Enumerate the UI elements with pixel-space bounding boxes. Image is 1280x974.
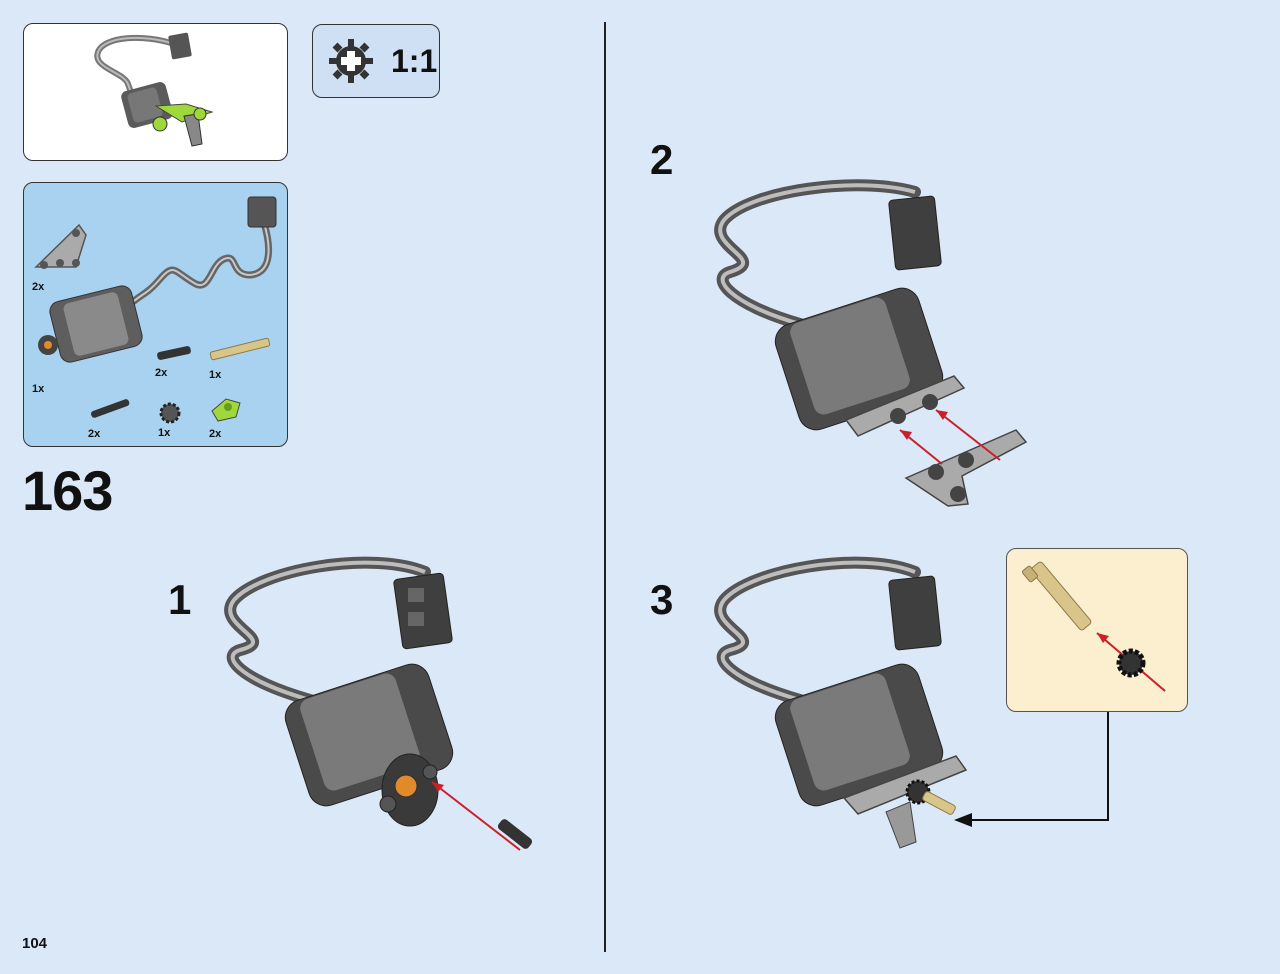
qty-cross-block: 2x bbox=[209, 428, 222, 440]
step-3-illustration bbox=[714, 556, 968, 849]
sub-step-1-number: 1 bbox=[168, 576, 192, 623]
parts-list-panel: 2x 1x 2x 1x 2x 1x 2x bbox=[23, 182, 288, 447]
callout-connector-arrow bbox=[954, 712, 1109, 827]
page-divider bbox=[604, 22, 606, 952]
step-2-illustration bbox=[714, 179, 1028, 507]
page-number: 104 bbox=[22, 935, 48, 952]
qty-axle-tan: 1x bbox=[209, 369, 222, 381]
scale-label: 1:1 bbox=[391, 43, 438, 79]
qty-triangle-liftarm: 2x bbox=[32, 281, 45, 293]
gear-1x1-icon bbox=[329, 39, 373, 83]
qty-gear: 1x bbox=[158, 427, 171, 439]
sub-step-3-number: 3 bbox=[650, 576, 674, 623]
parts-illustration bbox=[34, 196, 277, 424]
callout-axle-gear-illustration bbox=[1021, 561, 1166, 692]
qty-motor: 1x bbox=[32, 383, 45, 395]
preview-motor-illustration bbox=[94, 32, 214, 147]
step-1-illustration bbox=[224, 556, 533, 851]
sub-assembly-callout bbox=[1006, 548, 1188, 712]
sub-step-2-number: 2 bbox=[650, 136, 674, 183]
main-step-number: 163 bbox=[22, 459, 113, 522]
scale-badge: 1:1 bbox=[312, 24, 440, 98]
preview-panel bbox=[23, 23, 288, 161]
qty-connector-peg: 2x bbox=[155, 367, 168, 379]
qty-pin-with-axle: 2x bbox=[88, 428, 101, 440]
